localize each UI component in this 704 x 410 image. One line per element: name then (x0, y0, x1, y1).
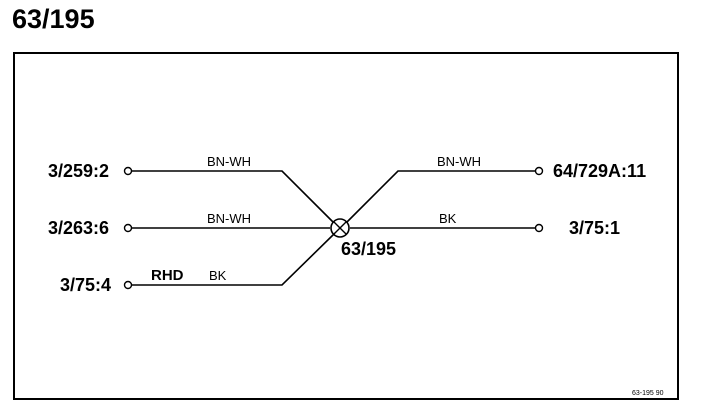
right-wire-1 (346, 166, 544, 223)
wire-color-right-1: BN-WH (437, 154, 481, 169)
connector-label-left-2: 3/263:6 (48, 218, 109, 238)
terminal-icon[interactable] (534, 223, 544, 233)
wire-color-right-2: BK (439, 211, 457, 226)
terminal-icon[interactable] (123, 223, 133, 233)
connector-label-left-1: 3/259:2 (48, 161, 109, 181)
diagram-frame (13, 52, 679, 400)
connector-label-left-3: 3/75:4 (60, 275, 111, 295)
left-wire-3 (123, 233, 335, 290)
left-wire-2 (123, 223, 330, 233)
terminal-icon[interactable] (123, 166, 133, 176)
connector-label-right-2: 3/75:1 (569, 218, 620, 238)
left-wire-1 (123, 166, 334, 223)
terminal-icon[interactable] (534, 166, 544, 176)
diagram-title: 63/195 (12, 4, 95, 34)
terminal-icon[interactable] (123, 280, 133, 290)
right-wire-2 (350, 223, 544, 233)
rhd-tag: RHD (151, 267, 184, 284)
splice-label: 63/195 (341, 239, 396, 259)
connector-label-right-1: 64/729A:11 (553, 161, 646, 181)
wire-color-left-3: BK (209, 268, 227, 283)
footer-reference: 63-195 90 (632, 390, 664, 397)
wire-color-left-2: BN-WH (207, 211, 251, 226)
wire-color-left-1: BN-WH (207, 154, 251, 169)
splice-icon[interactable] (330, 218, 350, 238)
